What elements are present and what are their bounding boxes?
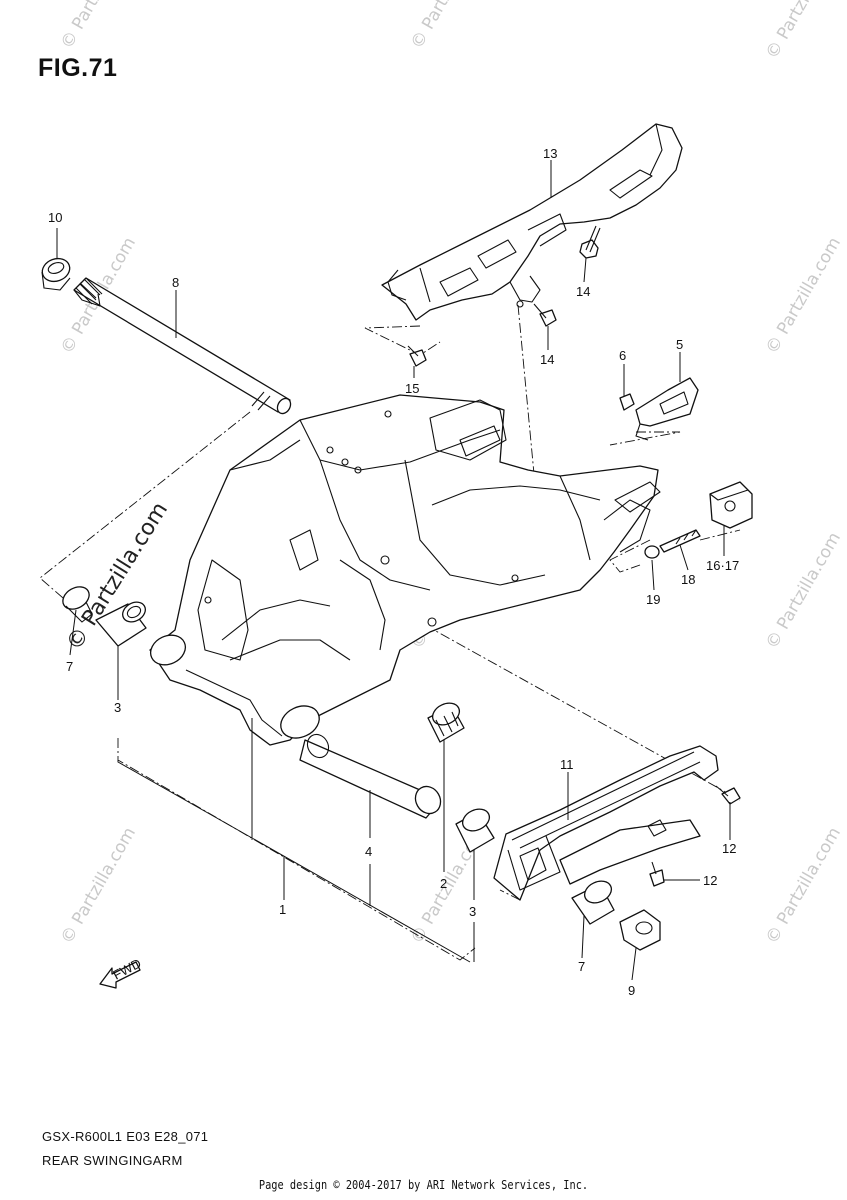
callout-7: 7 xyxy=(578,959,585,974)
callout-3: 3 xyxy=(469,904,476,919)
callout-7: 7 xyxy=(66,659,73,674)
swingarm-part xyxy=(149,394,661,746)
figure-title: FIG.71 xyxy=(38,54,118,82)
callout-14: 14 xyxy=(540,352,554,367)
watermark: © Partzilla.com xyxy=(407,0,490,53)
chain-guard-part xyxy=(381,123,683,321)
callout-5: 5 xyxy=(676,337,683,352)
chain-buffer-part xyxy=(493,745,741,951)
fwd-label: FWD xyxy=(110,956,143,983)
callout-18: 18 xyxy=(681,572,695,587)
callout-1: 1 xyxy=(279,902,286,917)
callout-15: 15 xyxy=(405,381,419,396)
section-name: REAR SWINGINGARM xyxy=(42,1153,183,1168)
watermark: © Partzilla.com xyxy=(57,0,140,53)
fwd-arrow: FWD xyxy=(99,956,144,989)
callout-8: 8 xyxy=(172,275,179,290)
model-code: GSX-R600L1 E03 E28_071 xyxy=(42,1129,209,1144)
callout-6: 6 xyxy=(619,348,626,363)
pivot-shaft-part xyxy=(41,257,292,415)
footer-copyright: Page design © 2004-2017 by ARI Network S… xyxy=(258,1178,589,1192)
callout-12: 12 xyxy=(703,873,717,888)
bolts-and-brackets xyxy=(407,225,699,441)
callout-14: 14 xyxy=(576,284,590,299)
callout-9: 9 xyxy=(628,983,635,998)
callout-2: 2 xyxy=(440,876,447,891)
watermark: © Partzilla.com xyxy=(762,0,845,63)
callout-16-17: 16·17 xyxy=(706,558,739,573)
callout-4: 4 xyxy=(365,844,372,859)
callout-12: 12 xyxy=(722,841,736,856)
callout-10: 10 xyxy=(48,210,62,225)
callout-3: 3 xyxy=(114,700,121,715)
bushings-part xyxy=(62,586,615,925)
watermark: © Partzilla.com xyxy=(762,234,845,358)
watermark: © Partzilla.com xyxy=(57,824,140,948)
watermark: © Partzilla.com xyxy=(762,824,845,948)
leader-lines xyxy=(56,160,731,981)
callout-11: 11 xyxy=(560,757,574,772)
chain-adjuster-part xyxy=(644,481,753,559)
watermark: © Partzilla.com xyxy=(762,529,845,653)
callout-19: 19 xyxy=(646,592,660,607)
callout-13: 13 xyxy=(543,146,557,161)
callout-labels: 10 8 13 14 14 15 6 5 7 3 1 4 2 3 11 12 1… xyxy=(48,146,739,998)
